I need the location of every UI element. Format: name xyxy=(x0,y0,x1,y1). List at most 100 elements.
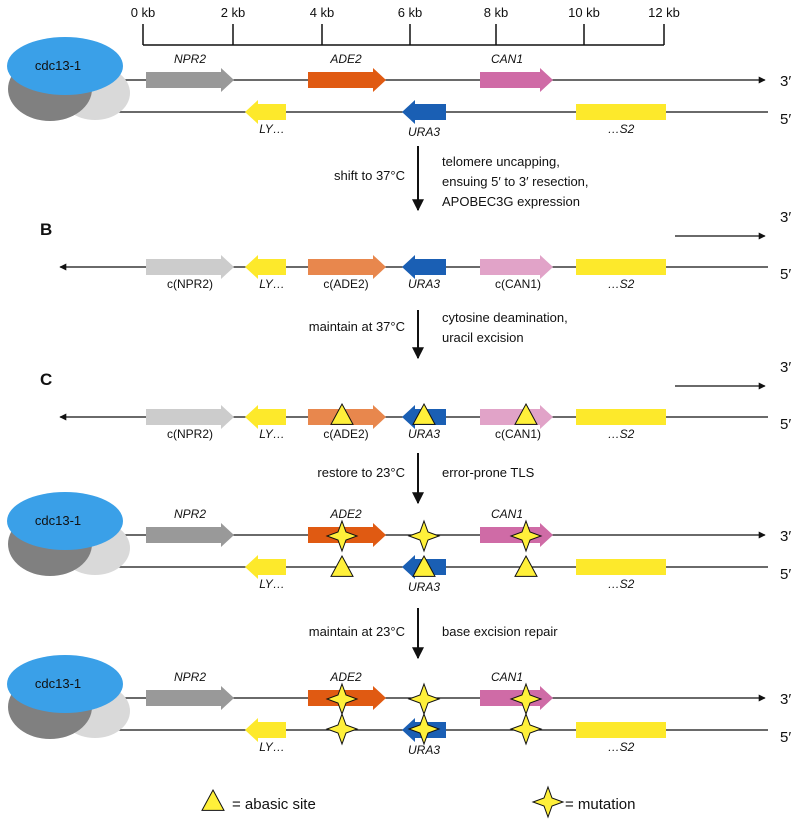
step-2: maintain at 37°C cytosine deamination, u… xyxy=(309,310,568,360)
strand-end-3prime: 3′ xyxy=(780,528,791,545)
gene-label-npr2: NPR2 xyxy=(174,670,206,684)
gene-label-ade2: ADE2 xyxy=(329,52,362,66)
gene-label-ade2: ADE2 xyxy=(329,507,362,521)
gene-label-lys2-right: …S2 xyxy=(608,122,635,136)
gene-lys2-left xyxy=(245,100,286,124)
strand-end-3prime: 3′ xyxy=(780,691,791,708)
gene-label-c-can1: c(CAN1) xyxy=(495,427,541,441)
step-1-desc-line2: ensuing 5′ to 3′ resection, xyxy=(442,174,589,189)
cdc13-1-protein xyxy=(7,492,123,550)
strand-end-5prime: 5′ xyxy=(780,416,791,433)
cdc13-complex: cdc13-1 xyxy=(7,492,130,576)
step-4: maintain at 23°C base excision repair xyxy=(309,608,558,660)
gene-lys2-right xyxy=(576,722,666,738)
step-1-condition: shift to 37°C xyxy=(334,168,405,183)
scale-label-8: 8 kb xyxy=(484,5,509,20)
step-2-desc-line1: cytosine deamination, xyxy=(442,310,568,325)
mutation-star xyxy=(325,712,359,746)
abasic-site-triangle xyxy=(412,402,436,425)
abasic-site-triangle xyxy=(330,554,354,577)
gene-label-lys2-left: LY… xyxy=(259,122,285,136)
gene-label-lys2-left: LY… xyxy=(259,577,285,591)
abasic-site-triangle xyxy=(412,554,436,577)
cdc13-1-label: cdc13-1 xyxy=(35,513,81,528)
gene-label-ura3: URA3 xyxy=(408,277,440,291)
gene-c-can1 xyxy=(480,255,553,279)
gene-c-npr2 xyxy=(146,405,234,429)
mutation-star xyxy=(325,682,359,716)
gene-label-npr2: NPR2 xyxy=(174,507,206,521)
step-1-desc-line3: APOBEC3G expression xyxy=(442,194,580,209)
gene-label-ura3: URA3 xyxy=(408,427,440,441)
abasic-site-triangle xyxy=(514,554,538,577)
cdc13-1-label: cdc13-1 xyxy=(35,676,81,691)
strand-end-5prime: 5′ xyxy=(780,111,791,128)
gene-npr2 xyxy=(146,68,234,92)
panel-C: Cc(NPR2) LY… c(ADE2) URA3 c(CAN1) …S2 3′ 5′ xyxy=(40,359,791,441)
gene-label-lys2-left: LY… xyxy=(259,427,285,441)
gene-npr2 xyxy=(146,686,234,710)
mutation-star xyxy=(531,785,565,819)
gene-label-lys2-left: LY… xyxy=(259,740,285,754)
step-1-desc-line1: telomere uncapping, xyxy=(442,154,560,169)
gene-lys2-left xyxy=(245,405,286,429)
gene-label-c-npr2: c(NPR2) xyxy=(167,427,213,441)
gene-ura3 xyxy=(402,100,446,124)
gene-label-ura3: URA3 xyxy=(408,743,440,757)
scale-label-10: 10 kb xyxy=(568,5,600,20)
abasic-site-triangle xyxy=(514,402,538,425)
gene-label-lys2-right: …S2 xyxy=(608,740,635,754)
gene-label-npr2: NPR2 xyxy=(174,52,206,66)
cdc13-complex: cdc13-1 xyxy=(7,37,130,121)
legend: = abasic site = mutation xyxy=(201,785,635,819)
strand-end-3prime: 3′ xyxy=(780,359,791,376)
gene-label-c-npr2: c(NPR2) xyxy=(167,277,213,291)
legend-mutation-icon xyxy=(531,785,565,819)
scale-label-0: 0 kb xyxy=(131,5,156,20)
gene-label-lys2-right: …S2 xyxy=(608,427,635,441)
mutation-star xyxy=(407,682,441,716)
legend-mutation-label: = mutation xyxy=(565,796,635,813)
scale-bar: 0 kb 2 kb 4 kb 6 kb 8 kb 10 kb 12 kb xyxy=(131,5,680,46)
gene-label-c-ade2: c(ADE2) xyxy=(323,277,368,291)
step-3: restore to 23°C error-prone TLS xyxy=(317,453,535,505)
gene-label-can1: CAN1 xyxy=(491,52,523,66)
gene-label-lys2-right: …S2 xyxy=(608,577,635,591)
gene-lys2-left xyxy=(245,555,286,579)
panel-label: C xyxy=(40,370,52,389)
strand-end-5prime: 5′ xyxy=(780,566,791,583)
gene-lys2-right xyxy=(576,409,666,425)
scale-label-4: 4 kb xyxy=(310,5,335,20)
gene-label-c-can1: c(CAN1) xyxy=(495,277,541,291)
gene-lys2-left xyxy=(245,255,286,279)
abasic-site-triangle xyxy=(330,402,354,425)
step-2-condition: maintain at 37°C xyxy=(309,319,405,334)
gene-c-can1 xyxy=(480,405,553,429)
mutation-star xyxy=(325,519,359,553)
gene-label-c-ade2: c(ADE2) xyxy=(323,427,368,441)
gene-label-lys2-left: LY… xyxy=(259,277,285,291)
strand-end-3prime: 3′ xyxy=(780,73,791,90)
panel-label: B xyxy=(40,220,52,239)
cdc13-1-label: cdc13-1 xyxy=(35,58,81,73)
gene-c-npr2 xyxy=(146,255,234,279)
mutation-star xyxy=(509,682,543,716)
gene-can1 xyxy=(480,68,553,92)
cdc13-complex: cdc13-1 xyxy=(7,655,130,739)
gene-ura3 xyxy=(402,255,446,279)
step-3-desc-line1: error-prone TLS xyxy=(442,465,535,480)
gene-label-ade2: ADE2 xyxy=(329,670,362,684)
gene-ade2 xyxy=(308,68,386,92)
gene-label-can1: CAN1 xyxy=(491,670,523,684)
strand-end-5prime: 5′ xyxy=(780,729,791,746)
gene-lys2-right xyxy=(576,559,666,575)
gene-c-ade2 xyxy=(308,255,386,279)
gene-lys2-right xyxy=(576,259,666,275)
legend-abasic-label: = abasic site xyxy=(232,796,316,813)
strand-end-3prime: 3′ xyxy=(780,209,791,226)
step-2-desc-line2: uracil excision xyxy=(442,330,524,345)
